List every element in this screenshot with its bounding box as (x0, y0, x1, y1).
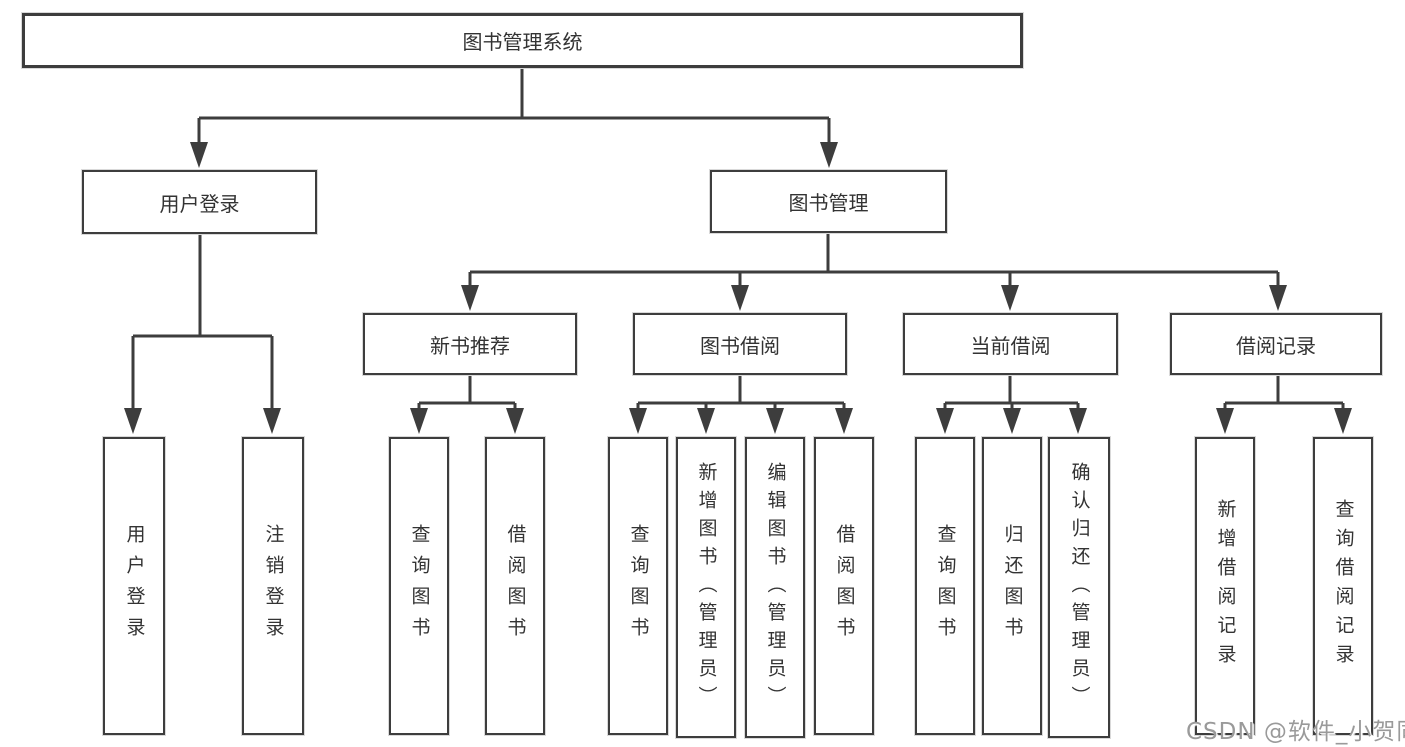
arrowhead-icon (1003, 408, 1021, 434)
node-leaf-confirm-return-admin: 确认归还（管理员） (1048, 437, 1110, 738)
node-book-management: 图书管理 (710, 170, 947, 233)
arrowhead-icon (124, 408, 142, 434)
node-library-management-system: 图书管理系统 (22, 13, 1023, 68)
connector-book-management-to-level3 (468, 233, 1280, 287)
watermark-text: CSDN @软件_小贺同学 (1186, 719, 1405, 745)
arrowhead-icon (263, 408, 281, 434)
arrowhead-icon (506, 408, 524, 434)
node-book-borrowing: 图书借阅 (633, 313, 847, 375)
arrowhead-icon (410, 408, 428, 434)
arrowhead-icon (1216, 408, 1234, 434)
node-leaf-return-books: 归还图书 (982, 437, 1042, 735)
node-leaf-query-books-current: 查询图书 (915, 437, 975, 735)
node-leaf-add-borrow-record: 新增借阅记录 (1195, 437, 1255, 735)
node-leaf-borrow-books-borrowing: 借阅图书 (814, 437, 874, 735)
connector-root-to-level2 (197, 68, 831, 144)
node-leaf-logout: 注销登录 (242, 437, 304, 735)
node-leaf-add-books-admin: 新增图书（管理员） (676, 437, 736, 738)
arrowhead-icon (697, 408, 715, 434)
node-leaf-query-books-recommend: 查询图书 (389, 437, 449, 735)
connector-user-login-to-leaves (131, 234, 274, 410)
connector-new-book-recommend-to-leaves (417, 375, 517, 410)
node-new-book-recommend: 新书推荐 (363, 313, 577, 375)
arrowhead-icon (1334, 408, 1352, 434)
node-leaf-borrow-books-recommend: 借阅图书 (485, 437, 545, 735)
node-current-borrowing: 当前借阅 (903, 313, 1118, 375)
node-user-login: 用户登录 (82, 170, 317, 234)
connector-borrowing-records-to-leaves (1223, 375, 1345, 410)
connector-book-borrowing-to-leaves (636, 375, 846, 410)
node-leaf-edit-books-admin: 编辑图书（管理员） (745, 437, 805, 738)
node-leaf-query-books-borrowing: 查询图书 (608, 437, 668, 735)
node-leaf-user-login: 用户登录 (103, 437, 165, 735)
arrowhead-icon (936, 408, 954, 434)
arrowhead-icon (190, 142, 208, 168)
arrowhead-icon (766, 408, 784, 434)
arrowhead-icon (1069, 408, 1087, 434)
arrowhead-icon (1001, 285, 1019, 311)
node-leaf-query-borrow-record: 查询借阅记录 (1313, 437, 1373, 735)
connector-current-borrowing-to-leaves (943, 375, 1080, 410)
arrowhead-icon (820, 142, 838, 168)
node-borrowing-records: 借阅记录 (1170, 313, 1382, 375)
arrowhead-icon (461, 285, 479, 311)
arrowhead-icon (629, 408, 647, 434)
arrowhead-icon (731, 285, 749, 311)
arrowhead-icon (835, 408, 853, 434)
arrowhead-icon (1269, 285, 1287, 311)
